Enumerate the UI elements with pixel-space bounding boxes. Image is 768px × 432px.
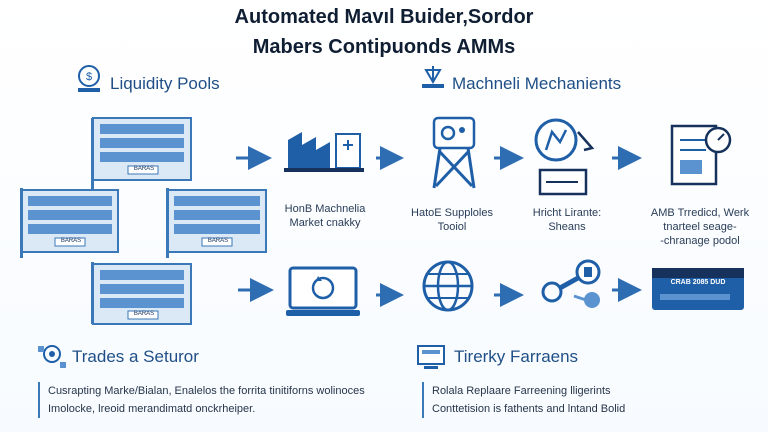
caption-line: Sheans: [548, 221, 586, 233]
caption-line: HatoE Supploles: [411, 207, 493, 219]
caption-amb: AMB Trredicd, Werk tnarteel seage- -chra…: [640, 206, 760, 248]
tools-icon: [432, 116, 476, 189]
pool-panel: [92, 117, 192, 181]
description-line: Cusrapting Marke/Bialan, Enalelos the fo…: [48, 385, 365, 397]
title-line-2: Mabers Contipuonds AMMs: [252, 36, 516, 58]
pool-panel: [167, 189, 267, 253]
caption-line: tnarteel seage-: [663, 221, 737, 233]
gear-icon: [38, 345, 66, 368]
chart-icon: [670, 124, 732, 186]
monitor-icon: [417, 345, 445, 369]
pool-tag: BARAS: [207, 238, 229, 244]
refresh-icon: [286, 266, 360, 316]
caption-line: AMB Trredicd, Werk: [650, 207, 750, 219]
caption-market: HonB Machnelia Market cnakky: [272, 202, 378, 230]
pool-tag: BARAS: [60, 238, 82, 244]
caption-supplies: HatoE Supploles Tooiol: [404, 206, 500, 234]
card-label: CRAB 2085 DUD: [670, 279, 726, 286]
description-line: Imolocke, lreoid merandimatd onckrheiper…: [48, 403, 256, 415]
globe-icon: [422, 260, 474, 312]
liquidity-icon: $: [78, 65, 100, 92]
section-mechanisms: Machneli Mechanients: [452, 74, 622, 93]
caption-line: HonB Machnelia: [284, 203, 366, 215]
pool-panel: [21, 189, 119, 253]
caption-line: Market cnakky: [289, 217, 361, 229]
description-right: Rolala Replaare Farreening lligerints Co…: [432, 382, 625, 418]
pool-tag: BARAS: [133, 311, 155, 317]
factory-icon: [284, 132, 364, 172]
coin-icon: [534, 118, 595, 196]
section-liquidity-pools: Liquidity Pools: [110, 74, 220, 93]
pool-tag: BARAS: [133, 166, 155, 172]
description-line: Rolala Replaare Farreening lligerints: [432, 385, 611, 397]
caption-line: Tooiol: [437, 221, 467, 233]
description-line: Conttetision is fathents and lntand Boli…: [432, 403, 626, 415]
caption-lirante: Hricht Lirante: Sheans: [522, 206, 612, 234]
section-tirerky: Tirerky Farraens: [454, 347, 579, 366]
caption-line: Hricht Lirante:: [532, 207, 602, 219]
network-icon: [422, 66, 444, 88]
pool-panel: [92, 263, 192, 325]
section-trades: Trades a Seturor: [72, 347, 199, 366]
title-line-1: Automated Mavıl Buider,Sordor: [234, 6, 534, 28]
card-graphic: [652, 268, 744, 310]
description-left: Cusrapting Marke/Bialan, Enalelos the fo…: [48, 382, 365, 418]
svg-text:$: $: [86, 71, 92, 83]
caption-line: -chranage podol: [660, 235, 740, 247]
lock-icon: [541, 259, 601, 308]
